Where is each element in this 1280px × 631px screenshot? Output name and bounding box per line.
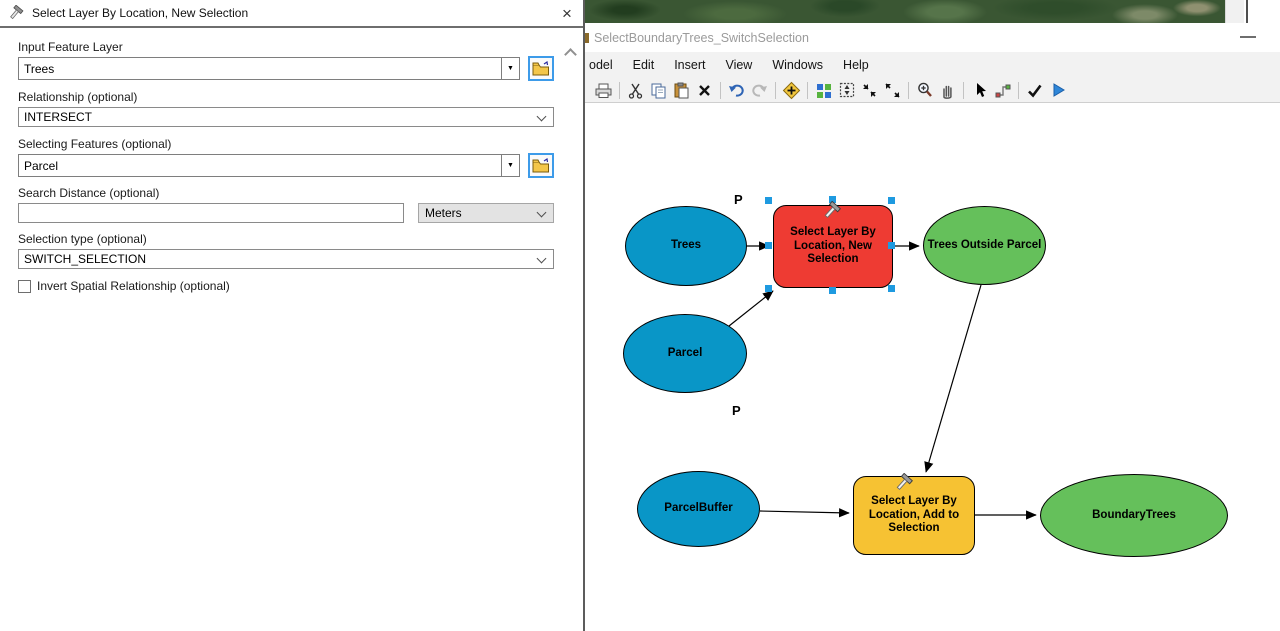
menu-view[interactable]: View: [725, 58, 753, 72]
hammer-icon: [10, 5, 24, 20]
toolbar-separator: [775, 81, 776, 99]
toolbar-separator: [1018, 81, 1019, 99]
tool-dialog: Select Layer By Location, New Selection …: [0, 0, 583, 631]
selecting-features-combo[interactable]: Parcel ▼: [18, 154, 520, 177]
invert-spatial-relationship-checkbox[interactable]: [18, 279, 31, 293]
relationship-select[interactable]: INTERSECT: [18, 107, 554, 127]
validate-icon[interactable]: [1024, 80, 1045, 101]
menu-model[interactable]: odel: [589, 58, 613, 72]
selection-type-value: SWITCH_SELECTION: [24, 252, 147, 266]
zoom-in-icon[interactable]: [914, 80, 935, 101]
dialog-body: Input Feature Layer Trees ▼ Relationship…: [0, 28, 583, 293]
redo-icon[interactable]: [749, 80, 770, 101]
relationship-value: INTERSECT: [24, 110, 93, 124]
toolbar-separator: [619, 81, 620, 99]
node-select-layer-add-selection[interactable]: Select Layer By Location, Add to Selecti…: [853, 476, 975, 555]
fixed-zoom-in-icon[interactable]: [859, 80, 880, 101]
selection-handle[interactable]: [765, 285, 772, 292]
delete-icon[interactable]: [694, 80, 715, 101]
toolbar-separator: [720, 81, 721, 99]
selection-handle[interactable]: [829, 196, 836, 203]
invert-spatial-relationship-label: Invert Spatial Relationship (optional): [37, 279, 230, 293]
selection-handle[interactable]: [765, 197, 772, 204]
menu-bar: odel Edit Insert View Windows Help: [585, 52, 1280, 78]
menu-edit[interactable]: Edit: [632, 58, 655, 72]
input-feature-layer-combo[interactable]: Trees ▼: [18, 57, 520, 80]
parameter-label: P: [732, 403, 741, 418]
node-trees[interactable]: Trees: [625, 206, 747, 286]
aerial-imagery: [585, 0, 1225, 23]
selection-handle[interactable]: [888, 285, 895, 292]
selecting-features-label: Selecting Features (optional): [18, 137, 172, 151]
selection-handle[interactable]: [829, 287, 836, 294]
undo-icon[interactable]: [726, 80, 747, 101]
dropdown-arrow-icon[interactable]: ▼: [501, 58, 519, 79]
map-window-border: [1246, 0, 1248, 23]
menu-windows[interactable]: Windows: [772, 58, 824, 72]
folder-icon: [532, 61, 549, 76]
selection-type-label: Selection type (optional): [18, 232, 147, 246]
node-parcel[interactable]: Parcel: [623, 314, 747, 393]
model-canvas[interactable]: Trees Parcel ParcelBuffer Select Layer B…: [585, 103, 1280, 630]
chevron-down-icon: [536, 111, 547, 122]
fixed-zoom-out-icon[interactable]: [882, 80, 903, 101]
node-select-layer-new-selection[interactable]: Select Layer By Location, New Selection: [773, 205, 893, 288]
menu-insert[interactable]: Insert: [674, 58, 706, 72]
close-icon[interactable]: ×: [562, 4, 572, 23]
dialog-titlebar: Select Layer By Location, New Selection …: [0, 0, 583, 28]
minimize-icon[interactable]: [1240, 36, 1256, 38]
node-boundarytrees[interactable]: BoundaryTrees: [1040, 474, 1228, 557]
menu-help[interactable]: Help: [843, 58, 869, 72]
toolbar-separator: [908, 81, 909, 99]
auto-layout-icon[interactable]: [813, 80, 834, 101]
window-icon: [585, 33, 589, 43]
node-parcelbuffer[interactable]: ParcelBuffer: [637, 471, 760, 547]
map-strip: [585, 0, 1280, 23]
print-icon[interactable]: [593, 80, 614, 101]
input-feature-layer-value: Trees: [24, 61, 55, 76]
node-trees-outside-parcel[interactable]: Trees Outside Parcel: [923, 206, 1046, 285]
toolbar: [585, 78, 1280, 103]
full-extent-icon[interactable]: [836, 80, 857, 101]
add-data-icon[interactable]: [781, 80, 802, 101]
search-distance-unit-value: Meters: [425, 206, 462, 220]
dialog-title: Select Layer By Location, New Selection: [32, 6, 249, 20]
browse-input-layer-button[interactable]: [528, 56, 554, 81]
search-distance-label: Search Distance (optional): [18, 186, 160, 200]
parameter-label: P: [734, 192, 743, 207]
dropdown-arrow-icon[interactable]: ▼: [501, 155, 519, 176]
selecting-features-value: Parcel: [24, 158, 59, 173]
toolbar-separator: [963, 81, 964, 99]
map-vertical-scrollbar[interactable]: [1225, 0, 1244, 23]
selection-type-select[interactable]: SWITCH_SELECTION: [18, 249, 554, 269]
selection-handle[interactable]: [888, 242, 895, 249]
folder-icon: [532, 158, 549, 173]
search-distance-unit-select[interactable]: Meters: [418, 203, 554, 223]
copy-icon[interactable]: [648, 80, 669, 101]
search-distance-input[interactable]: [18, 203, 404, 223]
relationship-label: Relationship (optional): [18, 90, 138, 104]
cut-icon[interactable]: [625, 80, 646, 101]
modelbuilder-titlebar: SelectBoundaryTrees_SwitchSelection: [585, 23, 1280, 52]
run-icon[interactable]: [1047, 80, 1068, 101]
input-feature-layer-label: Input Feature Layer: [18, 40, 123, 54]
selection-handle[interactable]: [765, 242, 772, 249]
chevron-down-icon: [536, 253, 547, 264]
chevron-down-icon: [536, 207, 547, 218]
browse-selecting-features-button[interactable]: [528, 153, 554, 178]
modelbuilder-title: SelectBoundaryTrees_SwitchSelection: [594, 31, 809, 45]
select-tool-icon[interactable]: [969, 80, 990, 101]
connect-tool-icon[interactable]: [992, 80, 1013, 101]
window-divider: [583, 0, 585, 631]
selection-handle[interactable]: [888, 197, 895, 204]
modelbuilder-window: SelectBoundaryTrees_SwitchSelection odel…: [585, 23, 1280, 631]
toolbar-separator: [807, 81, 808, 99]
paste-icon[interactable]: [671, 80, 692, 101]
pan-icon[interactable]: [937, 80, 958, 101]
